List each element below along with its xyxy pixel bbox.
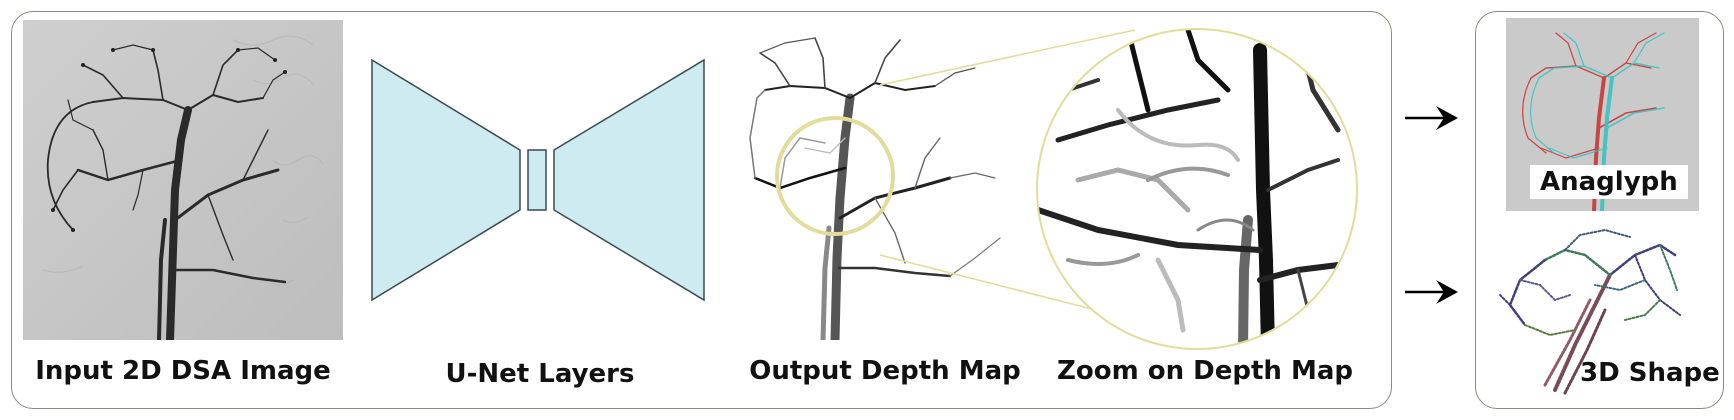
arrow-right-icon (1405, 280, 1458, 304)
zoom-region-circle (775, 116, 895, 236)
caption-input-image: Input 2D DSA Image (35, 356, 331, 386)
anaglyph-label: Anaglyph (1530, 165, 1688, 199)
unet-decoder (553, 58, 705, 302)
shape-3d-render (1495, 225, 1690, 400)
caption-3d-shape: 3D Shape (1580, 358, 1720, 388)
zoom-depth-map (1038, 30, 1356, 348)
input-dsa-image (23, 20, 343, 340)
unet-bottleneck (527, 149, 547, 211)
unet-encoder (371, 58, 521, 302)
unet-diagram (371, 58, 705, 302)
output-depth-map (745, 28, 1025, 340)
caption-zoom-depth-map: Zoom on Depth Map (1057, 356, 1353, 386)
caption-unet-layers: U-Net Layers (445, 359, 635, 389)
caption-output-depth-map: Output Depth Map (749, 356, 1021, 386)
arrow-right-icon (1405, 106, 1458, 130)
